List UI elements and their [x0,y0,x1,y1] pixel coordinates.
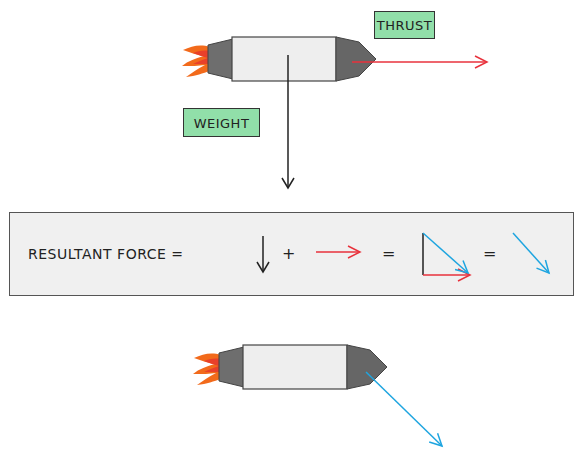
weight-vector [262,236,264,272]
operator-symbol: = [483,244,497,263]
triangle-resultant [423,233,468,273]
equation-band: RESULTANT FORCE = + = = [9,212,574,296]
resultant-arrow [366,372,442,446]
force-name: THRUST [375,18,434,33]
triangle-weight [422,233,424,275]
force-label: THRUST [374,11,435,39]
operator-symbol: + [282,244,296,263]
operator-symbol: = [382,244,396,263]
thrust-vector [316,251,360,253]
force-name: WEIGHT [184,115,259,130]
force-label: WEIGHT [183,108,260,137]
thrust-arrow [352,61,487,63]
triangle-thrust [423,274,470,276]
rocket [193,345,387,389]
equation-label: RESULTANT FORCE = [28,246,184,262]
weight-arrow [287,55,289,188]
resultant-vector [513,233,549,273]
rocket [182,37,376,81]
